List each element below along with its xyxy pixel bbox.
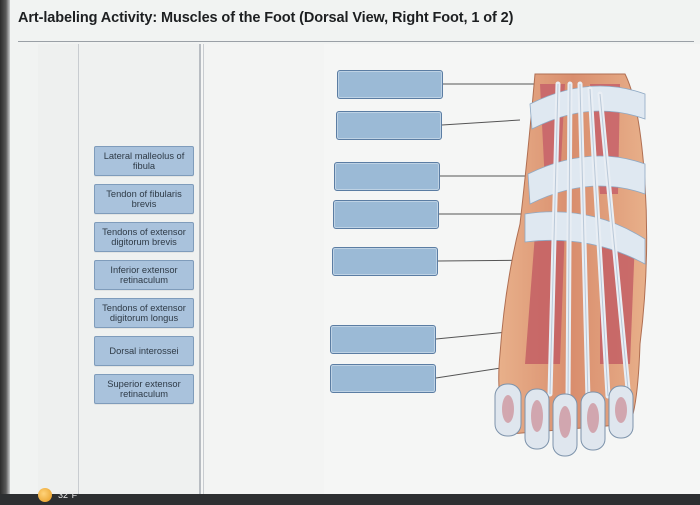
drop-target-4[interactable] [333,200,439,229]
panel-column-right [203,44,324,494]
page-title: Art-labeling Activity: Muscles of the Fo… [18,10,514,26]
panel-column-left [38,44,79,494]
taskbar [0,494,700,505]
taskbar-weather[interactable]: 32°F [38,484,158,505]
drop-target-5[interactable] [332,247,438,276]
drop-target-7[interactable] [330,364,436,393]
label-extensor-digitorum-brevis[interactable]: Tendons of extensor digitorum brevis [94,222,194,252]
label-extensor-digitorum-longus[interactable]: Tendons of extensor digitorum longus [94,298,194,328]
toe-muscles [502,395,627,438]
title-divider [18,41,694,42]
monitor-bezel [0,0,10,505]
drop-target-3[interactable] [334,162,440,191]
label-lateral-malleolus[interactable]: Lateral malleolus of fibula [94,146,194,176]
drop-target-6[interactable] [330,325,436,354]
leader-line-2 [441,119,521,126]
tendon-shading [549,83,629,400]
label-bank: Lateral malleolus of fibula Tendon of fi… [94,146,196,412]
label-superior-extensor-retinaculum[interactable]: Superior extensor retinaculum [94,374,194,404]
drop-target-2[interactable] [336,111,442,140]
label-inferior-extensor-retinaculum[interactable]: Inferior extensor retinaculum [94,260,194,290]
drop-target-1[interactable] [337,70,443,99]
sun-icon [38,487,52,502]
label-dorsal-interossei[interactable]: Dorsal interossei [94,336,194,366]
foot-illustration [494,73,648,457]
temperature-readout: 32°F [58,489,78,500]
label-fibularis-brevis[interactable]: Tendon of fibularis brevis [94,184,194,214]
